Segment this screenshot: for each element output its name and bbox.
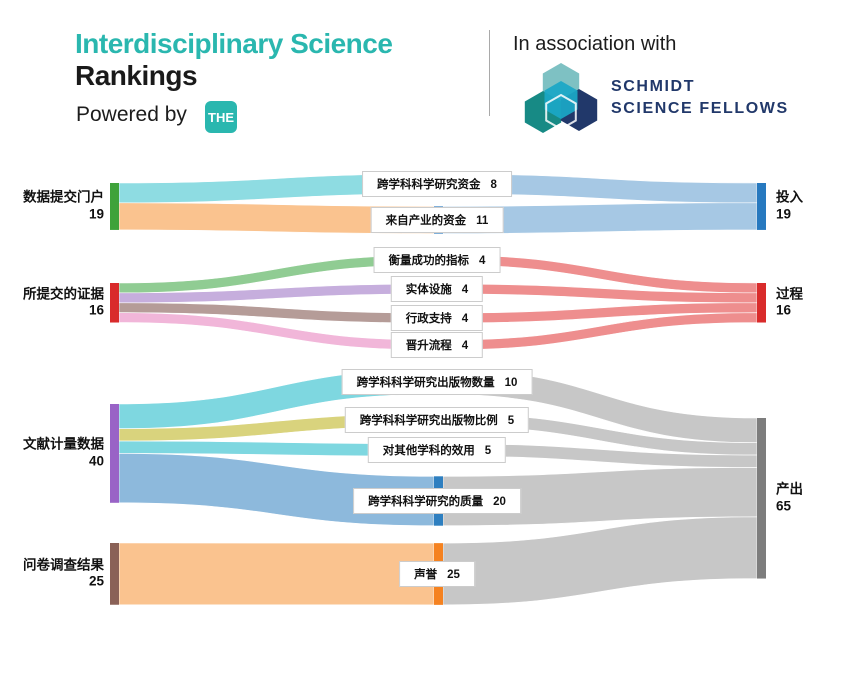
node-value: 16 <box>776 302 792 318</box>
node-bar-process <box>757 283 766 323</box>
metric-value: 8 <box>490 179 497 191</box>
node-name: 所提交的证据 <box>23 286 104 302</box>
the-logo-icon: THE <box>205 101 237 133</box>
node-bar-input <box>757 183 766 230</box>
association-label: In association with <box>513 33 677 55</box>
metric-name: 声誉 <box>414 569 438 581</box>
metric-name: 实体设施 <box>405 284 452 296</box>
metric-value: 11 <box>476 215 489 227</box>
node-name: 投入 <box>776 189 803 205</box>
node-value: 65 <box>776 498 792 514</box>
metric-label-industry: 来自产业的资金 11 <box>370 207 504 233</box>
metric-value: 20 <box>493 496 506 508</box>
node-bar-portal <box>110 183 119 230</box>
schmidt-logo-icon <box>524 63 598 133</box>
metric-label-funding: 跨学科科学研究资金 8 <box>362 171 512 197</box>
node-value: 16 <box>88 302 104 318</box>
node-value: 19 <box>776 206 792 222</box>
metric-name: 晋升流程 <box>405 340 452 352</box>
node-name: 文献计量数据 <box>23 436 104 452</box>
metric-value: 10 <box>504 377 518 389</box>
node-name: 问卷调查结果 <box>23 557 104 573</box>
node-name: 过程 <box>776 286 803 302</box>
node-bar-biblio <box>110 404 119 503</box>
node-bar-evidence <box>110 283 119 323</box>
flow-reputation-out <box>442 516 758 606</box>
metric-name: 跨学科科学研究的质量 <box>368 496 484 508</box>
metric-label-pub_count: 跨学科科学研究出版物数量 10 <box>341 369 533 395</box>
metric-name: 衡量成功的指标 <box>388 255 470 267</box>
metric-name: 行政支持 <box>405 313 452 325</box>
metric-name: 跨学科科学研究出版物数量 <box>356 377 495 389</box>
flow-reputation-in <box>118 542 435 606</box>
header-divider <box>489 30 490 116</box>
metric-label-promotion: 晋升流程 4 <box>390 332 484 358</box>
metric-value: 4 <box>461 284 469 296</box>
metric-name: 跨学科科学研究资金 <box>377 179 481 191</box>
metric-label-admin: 行政支持 4 <box>390 305 484 331</box>
node-value: 25 <box>88 573 104 589</box>
metric-value: 5 <box>484 445 492 457</box>
metric-label-quality: 跨学科科学研究的质量 20 <box>353 488 521 514</box>
metric-name: 跨学科科学研究出版物比例 <box>359 415 498 427</box>
node-bar-survey <box>110 543 119 605</box>
metric-label-facilities: 实体设施 4 <box>390 276 484 302</box>
node-bar-output <box>757 418 766 579</box>
metric-label-reputation: 声誉 25 <box>399 561 475 587</box>
node-name: 数据提交门户 <box>23 189 104 205</box>
metric-label-success: 衡量成功的指标 4 <box>373 247 501 273</box>
partner-name-line1: SCHMIDT <box>611 78 696 95</box>
metric-value: 4 <box>479 255 486 267</box>
node-name: 产出 <box>776 481 803 497</box>
metric-label-pub_prop: 跨学科科学研究出版物比例 5 <box>344 407 530 433</box>
page-title-line2: Rankings <box>75 60 198 91</box>
metric-value: 25 <box>447 569 460 581</box>
partner-name: SCHMIDT SCIENCE FELLOWS <box>611 76 789 120</box>
powered-by-label: Powered by <box>76 103 187 126</box>
partner-name-line2: SCIENCE FELLOWS <box>611 100 789 117</box>
metric-value: 4 <box>461 313 469 325</box>
node-value: 40 <box>88 453 104 469</box>
metric-name: 来自产业的资金 <box>385 215 467 227</box>
node-value: 19 <box>88 206 104 222</box>
flow-industry-in <box>118 202 435 234</box>
page-title-line1: Interdisciplinary Science <box>75 28 393 59</box>
metric-label-utility: 对其他学科的效用 5 <box>367 437 507 463</box>
metric-value: 4 <box>461 340 469 352</box>
metric-value: 5 <box>507 415 515 427</box>
metric-name: 对其他学科的效用 <box>382 445 475 457</box>
